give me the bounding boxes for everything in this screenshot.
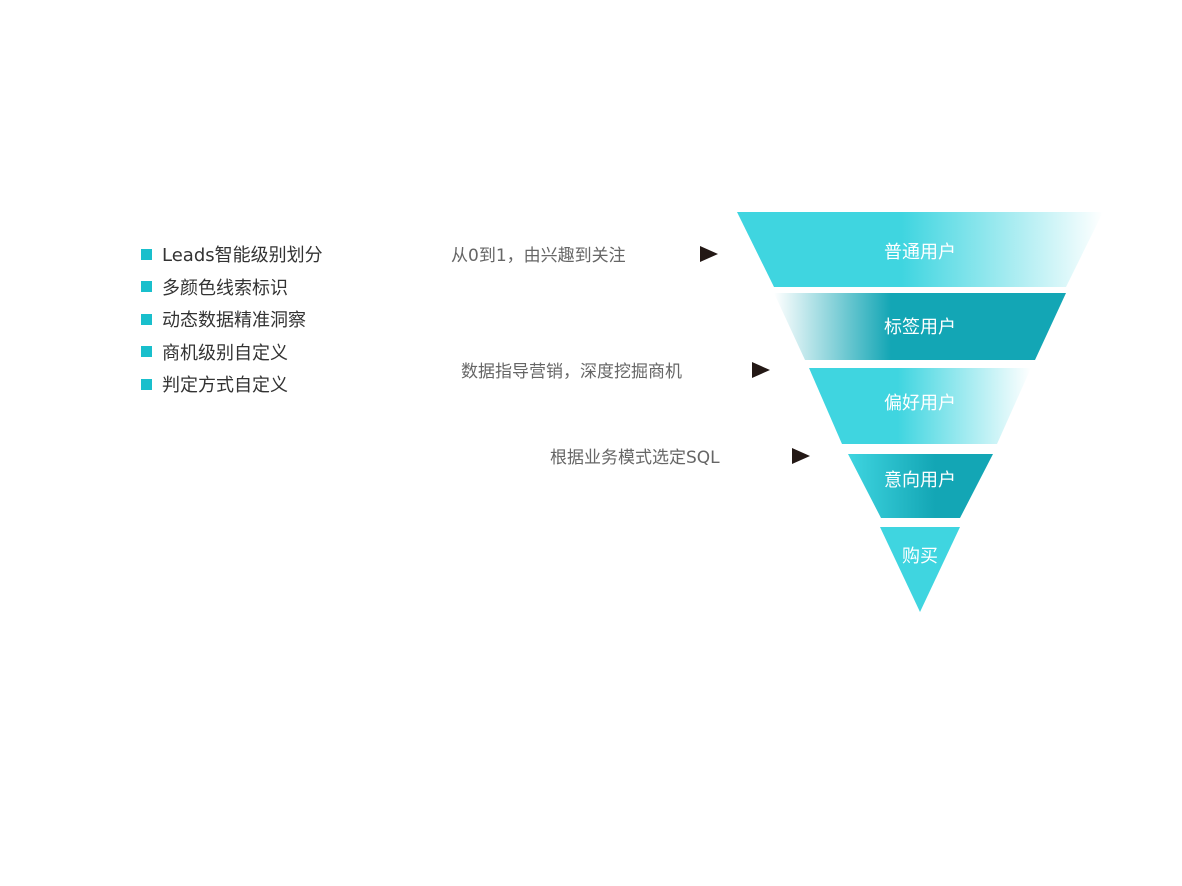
dotted-arrow-icon (698, 361, 770, 378)
funnel-layer-purchase: 购买 (880, 527, 960, 612)
funnel-layer-label: 意向用户 (884, 470, 956, 491)
funnel-layer-label: 购买 (902, 546, 938, 567)
square-bullet-icon (141, 346, 152, 358)
funnel-layer-shape (809, 368, 1031, 444)
annotation-marketing: 数据指导营销，深度挖掘商机 (461, 357, 772, 382)
feature-item: 多颜色线索标识 (141, 271, 323, 304)
feature-item: 判定方式自定义 (141, 368, 323, 401)
feature-label: 动态数据精准洞察 (162, 310, 306, 332)
funnel-layer-intent-users: 意向用户 (848, 454, 993, 518)
funnel-layer-label: 标签用户 (884, 317, 956, 338)
square-bullet-icon (141, 378, 152, 390)
feature-list: Leads智能级别划分 多颜色线索标识 动态数据精准洞察 商机级别自定义 判定方… (141, 238, 323, 401)
dotted-arrow-icon (735, 447, 810, 464)
square-bullet-icon (141, 281, 152, 293)
feature-label: 多颜色线索标识 (162, 277, 288, 299)
feature-label: 判定方式自定义 (162, 375, 288, 397)
feature-item: 动态数据精准洞察 (141, 303, 323, 336)
funnel-layer-regular-users: 普通用户 (737, 212, 1103, 287)
annotation-text: 数据指导营销，深度挖掘商机 (461, 362, 682, 382)
annotation-text: 根据业务模式选定SQL (550, 448, 720, 468)
dotted-arrow-icon (641, 245, 718, 262)
feature-label: Leads智能级别划分 (162, 245, 323, 267)
annotation-text: 从0到1，由兴趣到关注 (451, 246, 626, 266)
square-bullet-icon (141, 313, 152, 325)
feature-item: 商机级别自定义 (141, 336, 323, 369)
funnel-layer-label: 偏好用户 (884, 393, 956, 414)
funnel-layer-shape (774, 293, 1066, 360)
funnel-layer-shape (737, 212, 1103, 287)
feature-item: Leads智能级别划分 (141, 238, 323, 271)
square-bullet-icon (141, 248, 152, 260)
funnel-layer-shape (880, 527, 960, 612)
annotation-sql: 根据业务模式选定SQL (550, 443, 812, 468)
funnel-layer-label: 普通用户 (884, 242, 956, 263)
funnel-layer-preference-users: 偏好用户 (809, 368, 1031, 444)
funnel-layer-tagged-users: 标签用户 (774, 293, 1066, 360)
funnel-layer-shape (848, 454, 993, 518)
feature-label: 商机级别自定义 (162, 342, 288, 364)
annotation-interest: 从0到1，由兴趣到关注 (451, 241, 720, 266)
